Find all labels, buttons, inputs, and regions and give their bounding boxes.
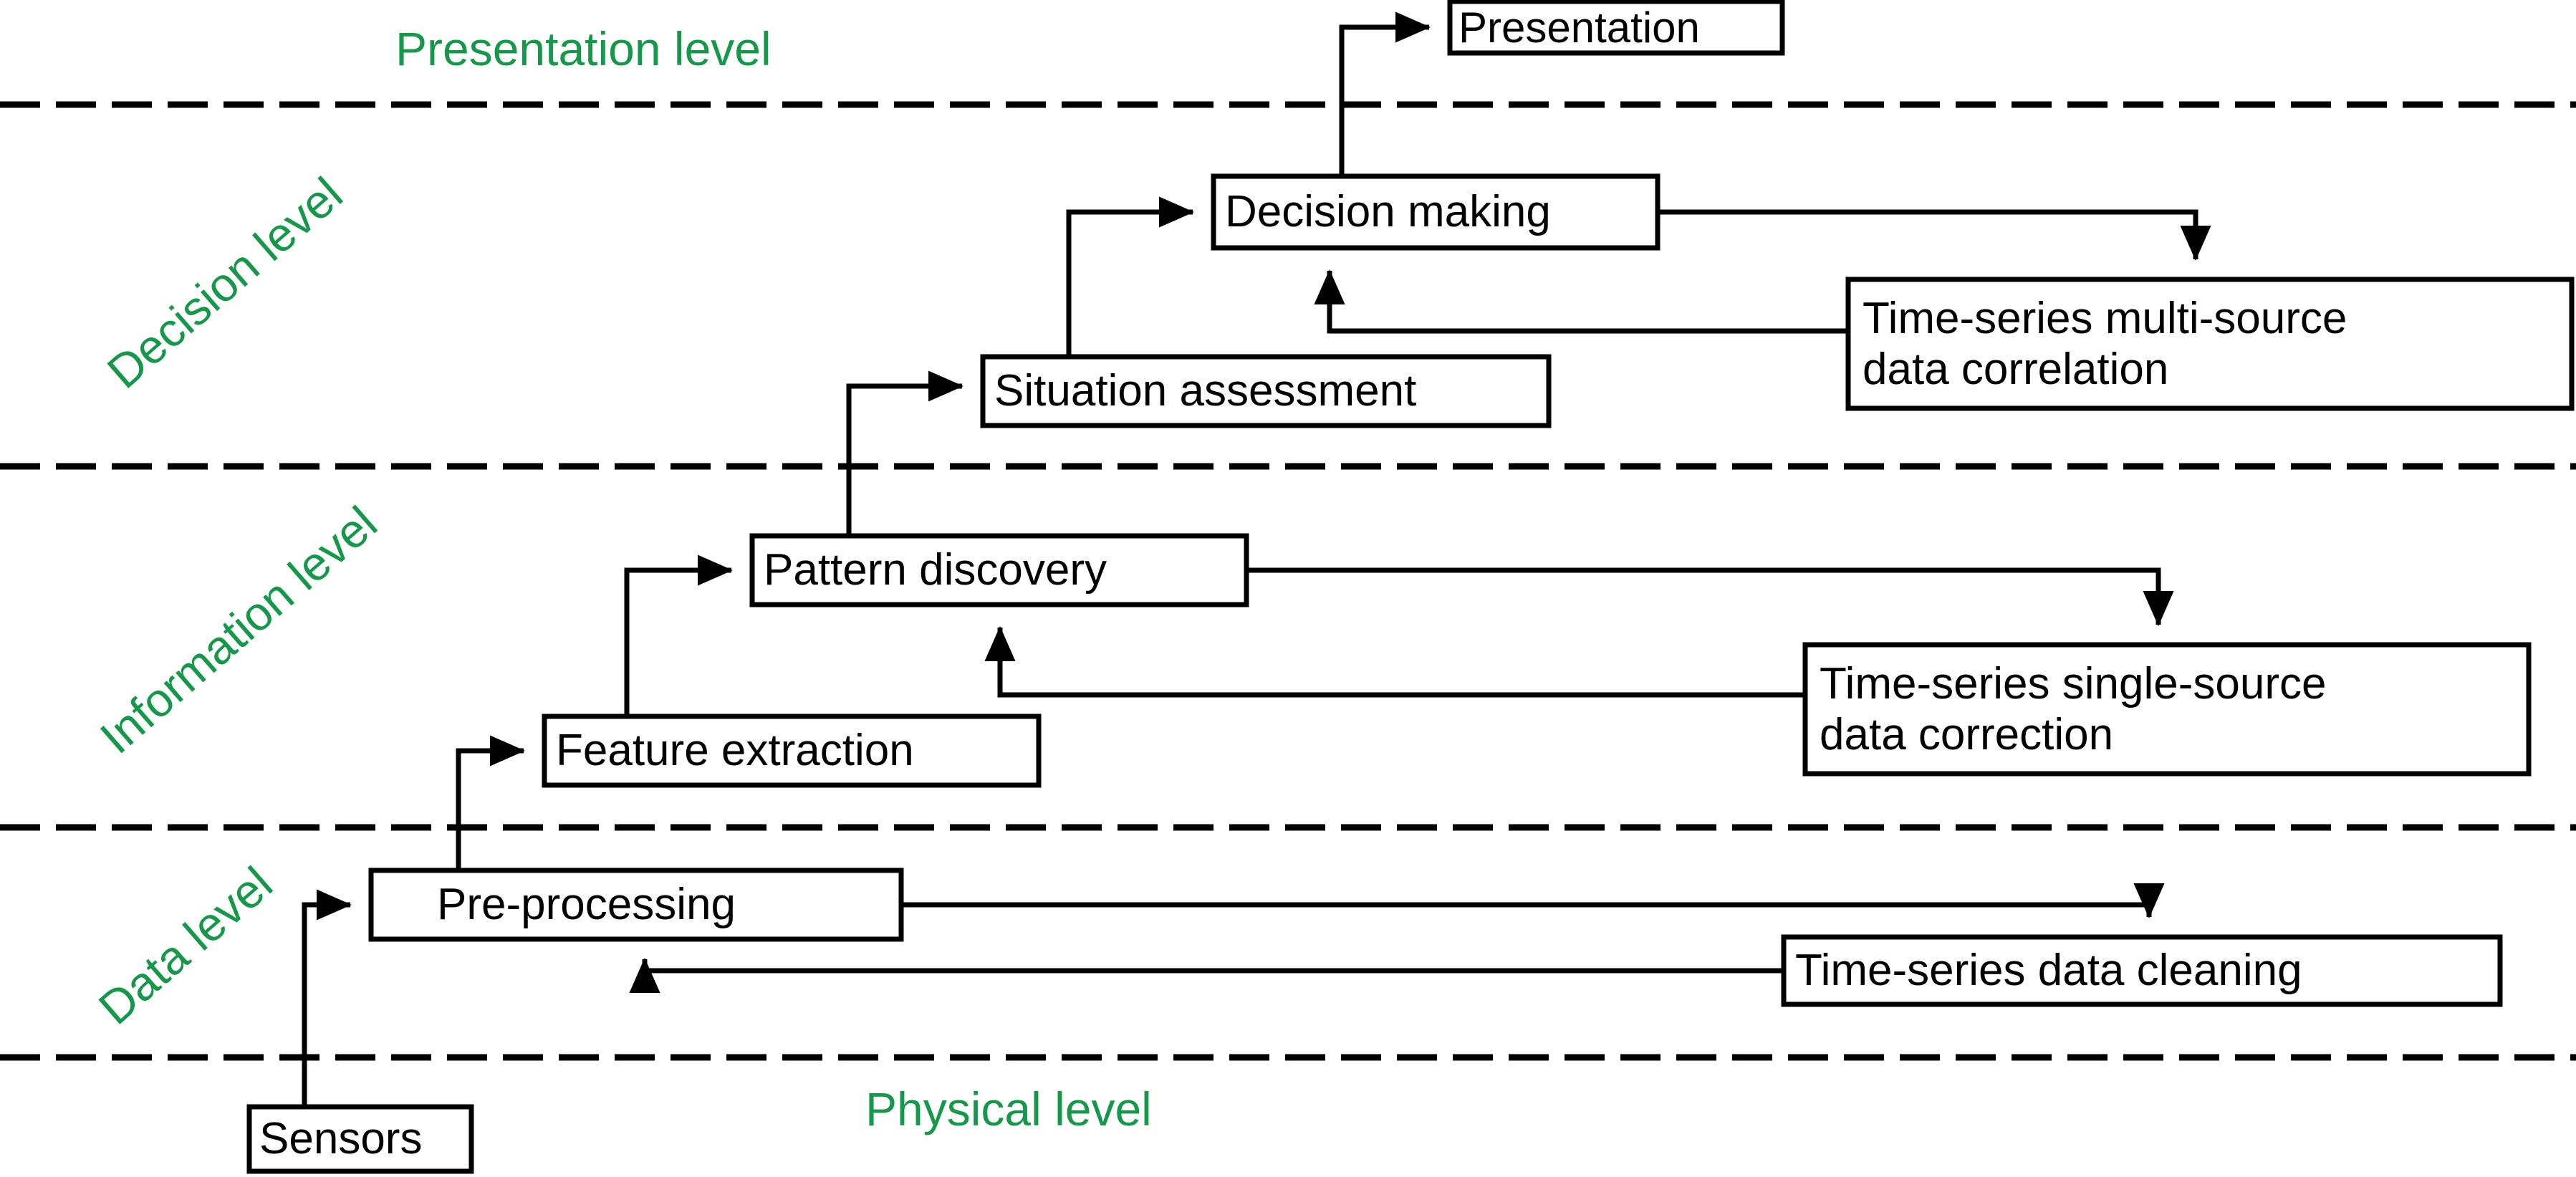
node-box-situation-assessment[interactable]	[980, 354, 1552, 428]
node-box-decision-making[interactable]	[1211, 173, 1661, 251]
edge-pattern-to-situation	[846, 370, 963, 536]
node-box-ts-single-source[interactable]	[1802, 642, 2532, 777]
edge-preprocessing-to-cleaning	[901, 883, 2165, 918]
edge-singlesource-to-pattern	[984, 626, 1805, 698]
level-label-physical: Physical level	[865, 1082, 1152, 1135]
level-dividers	[0, 101, 2576, 1061]
edge-sensors-to-preprocessing	[302, 889, 352, 1107]
node-box-presentation[interactable]	[1447, 0, 1785, 56]
edge-cleaning-to-preprocessing	[629, 958, 1784, 994]
node-boxes	[246, 0, 2575, 1174]
node-box-ts-multi-source[interactable]	[1845, 277, 2575, 411]
node-box-feature-extraction[interactable]	[542, 714, 1042, 788]
node-box-sensors[interactable]	[246, 1104, 474, 1174]
node-box-ts-data-cleaning[interactable]	[1781, 934, 2503, 1007]
edge-situation-to-decision	[1066, 196, 1194, 357]
node-box-pre-processing[interactable]	[368, 868, 904, 942]
edge-pattern-to-singlesource	[1246, 567, 2174, 626]
node-box-pattern-discovery[interactable]	[749, 533, 1249, 607]
edge-feature-to-pattern	[624, 554, 733, 716]
edges	[302, 11, 2211, 1107]
edge-multisource-to-decision	[1314, 269, 1848, 334]
level-label-presentation: Presentation level	[395, 22, 772, 75]
edge-preprocessing-to-feature	[456, 735, 525, 870]
edge-decision-to-multisource	[1658, 209, 2211, 261]
edge-decision-to-presentation	[1339, 11, 1431, 176]
